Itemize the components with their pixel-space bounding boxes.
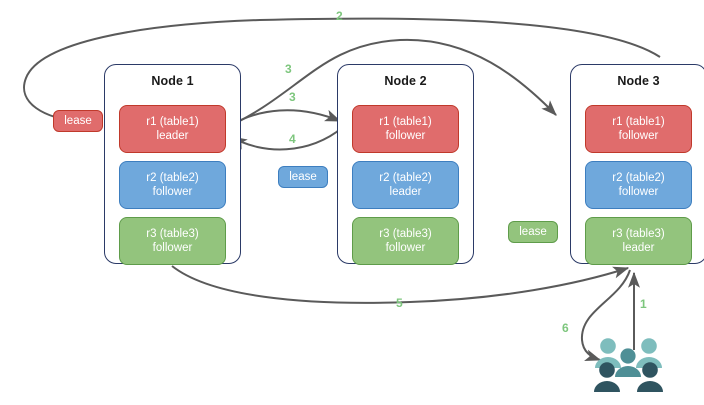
lease-chip-red[interactable]: lease: [53, 110, 103, 132]
replica-node1-r1[interactable]: r1 (table1) leader: [119, 105, 226, 153]
edge-step-4: [230, 126, 344, 151]
replica-label: r1 (table1): [146, 116, 199, 128]
replica-node3-r1[interactable]: r1 (table1) follower: [585, 105, 692, 153]
node-title-2: Node 2: [384, 74, 427, 88]
replica-label: r1 (table1): [379, 116, 432, 128]
replica-label: r2 (table2): [379, 172, 432, 184]
node-card-2[interactable]: Node 2 r1 (table1) follower r2 (table2) …: [337, 64, 474, 265]
replica-node2-r3[interactable]: r3 (table3) follower: [352, 217, 459, 265]
replica-role: follower: [152, 186, 193, 198]
lease-chip-blue[interactable]: lease: [278, 166, 328, 188]
users-group-icon: [594, 338, 663, 392]
replica-label: r2 (table2): [146, 172, 199, 184]
node-card-1[interactable]: Node 1 r1 (table1) leader r2 (table2) fo…: [104, 64, 241, 265]
node-title-3: Node 3: [617, 74, 660, 88]
replica-label: r1 (table1): [612, 116, 665, 128]
replica-label: r2 (table2): [612, 172, 665, 184]
step-label-2: 2: [336, 9, 343, 23]
step-label-5: 5: [396, 296, 403, 310]
replica-role: follower: [152, 242, 193, 254]
replica-node2-r1[interactable]: r1 (table1) follower: [352, 105, 459, 153]
replica-role: follower: [385, 130, 426, 142]
replica-label: r3 (table3): [146, 228, 199, 240]
replica-label: r3 (table3): [379, 228, 432, 240]
replica-role: leader: [622, 242, 655, 254]
replica-node2-r2[interactable]: r2 (table2) leader: [352, 161, 459, 209]
step-label-1: 1: [640, 297, 647, 311]
replica-role: follower: [385, 242, 426, 254]
replica-label: r3 (table3): [612, 228, 665, 240]
replica-node1-r2[interactable]: r2 (table2) follower: [119, 161, 226, 209]
replica-role: leader: [156, 130, 189, 142]
step-label-4: 4: [289, 132, 296, 146]
replica-node3-r3[interactable]: r3 (table3) leader: [585, 217, 692, 265]
step-label-6: 6: [562, 321, 569, 335]
node-title-1: Node 1: [151, 74, 194, 88]
step-label-3-a: 3: [285, 62, 292, 76]
replica-node1-r3[interactable]: r3 (table3) follower: [119, 217, 226, 265]
node-card-3[interactable]: Node 3 r1 (table1) follower r2 (table2) …: [570, 64, 704, 265]
replica-role: follower: [618, 186, 659, 198]
replica-node3-r2[interactable]: r2 (table2) follower: [585, 161, 692, 209]
step-label-3-b: 3: [289, 90, 296, 104]
replica-role: follower: [618, 130, 659, 142]
replica-role: leader: [389, 186, 422, 198]
lease-chip-green[interactable]: lease: [508, 221, 558, 243]
